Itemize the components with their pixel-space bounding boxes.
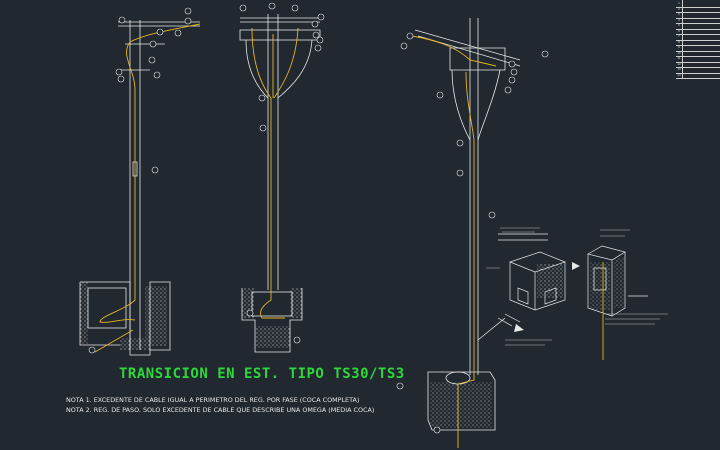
legend-row: 9 [676,44,720,52]
legend-row: 14 [676,71,720,80]
legend-row: 1 [676,0,720,8]
note-1: NOTA 1. EXCEDENTE DE CABLE IGUAL A PERIM… [66,396,360,404]
pole-3-box-hatch [430,382,492,428]
detail-annotation-strokes [486,227,668,346]
legend-row: 13 [676,66,720,74]
legend-row: 12 [676,60,720,69]
pole-1-side-view [79,20,200,356]
legend-table: 1 2 3 4 5 6 7 8 9 10 11 12 13 14 [676,0,720,80]
pole-2-callouts [239,2,325,344]
legend-row: 5 [676,22,720,30]
pole-3-callouts [396,32,549,434]
legend-row: 11 [676,55,720,63]
pole-2-front-view [239,14,321,353]
handhole-detail-hatch [537,264,563,298]
note-2: NOTA 2. REG. DE PASO. SOLO EXCEDENTE DE … [66,406,375,414]
pole-1-cable [94,23,201,353]
arrow-markers [514,262,580,332]
legend-row: 3 [676,11,720,19]
legend-row: 8 [676,38,720,47]
pole-1-callouts [88,7,192,354]
pedestal-detail-hatch [590,258,624,310]
legend-row: 2 [676,5,720,14]
pole-2-foundation-hatch [242,288,302,348]
legend-row: 10 [676,49,720,58]
pole-1-foundation-hatch [80,282,167,350]
pole-3-isometric-view [414,18,521,431]
legend-row: 4 [676,16,720,25]
legend-row: 7 [676,33,720,41]
pole-3-cable [411,35,497,448]
legend-row: 6 [676,27,720,36]
drawing-title: TRANSICION EN EST. TIPO TS30/TS3 [119,366,405,382]
pole-2-cable [251,27,299,319]
